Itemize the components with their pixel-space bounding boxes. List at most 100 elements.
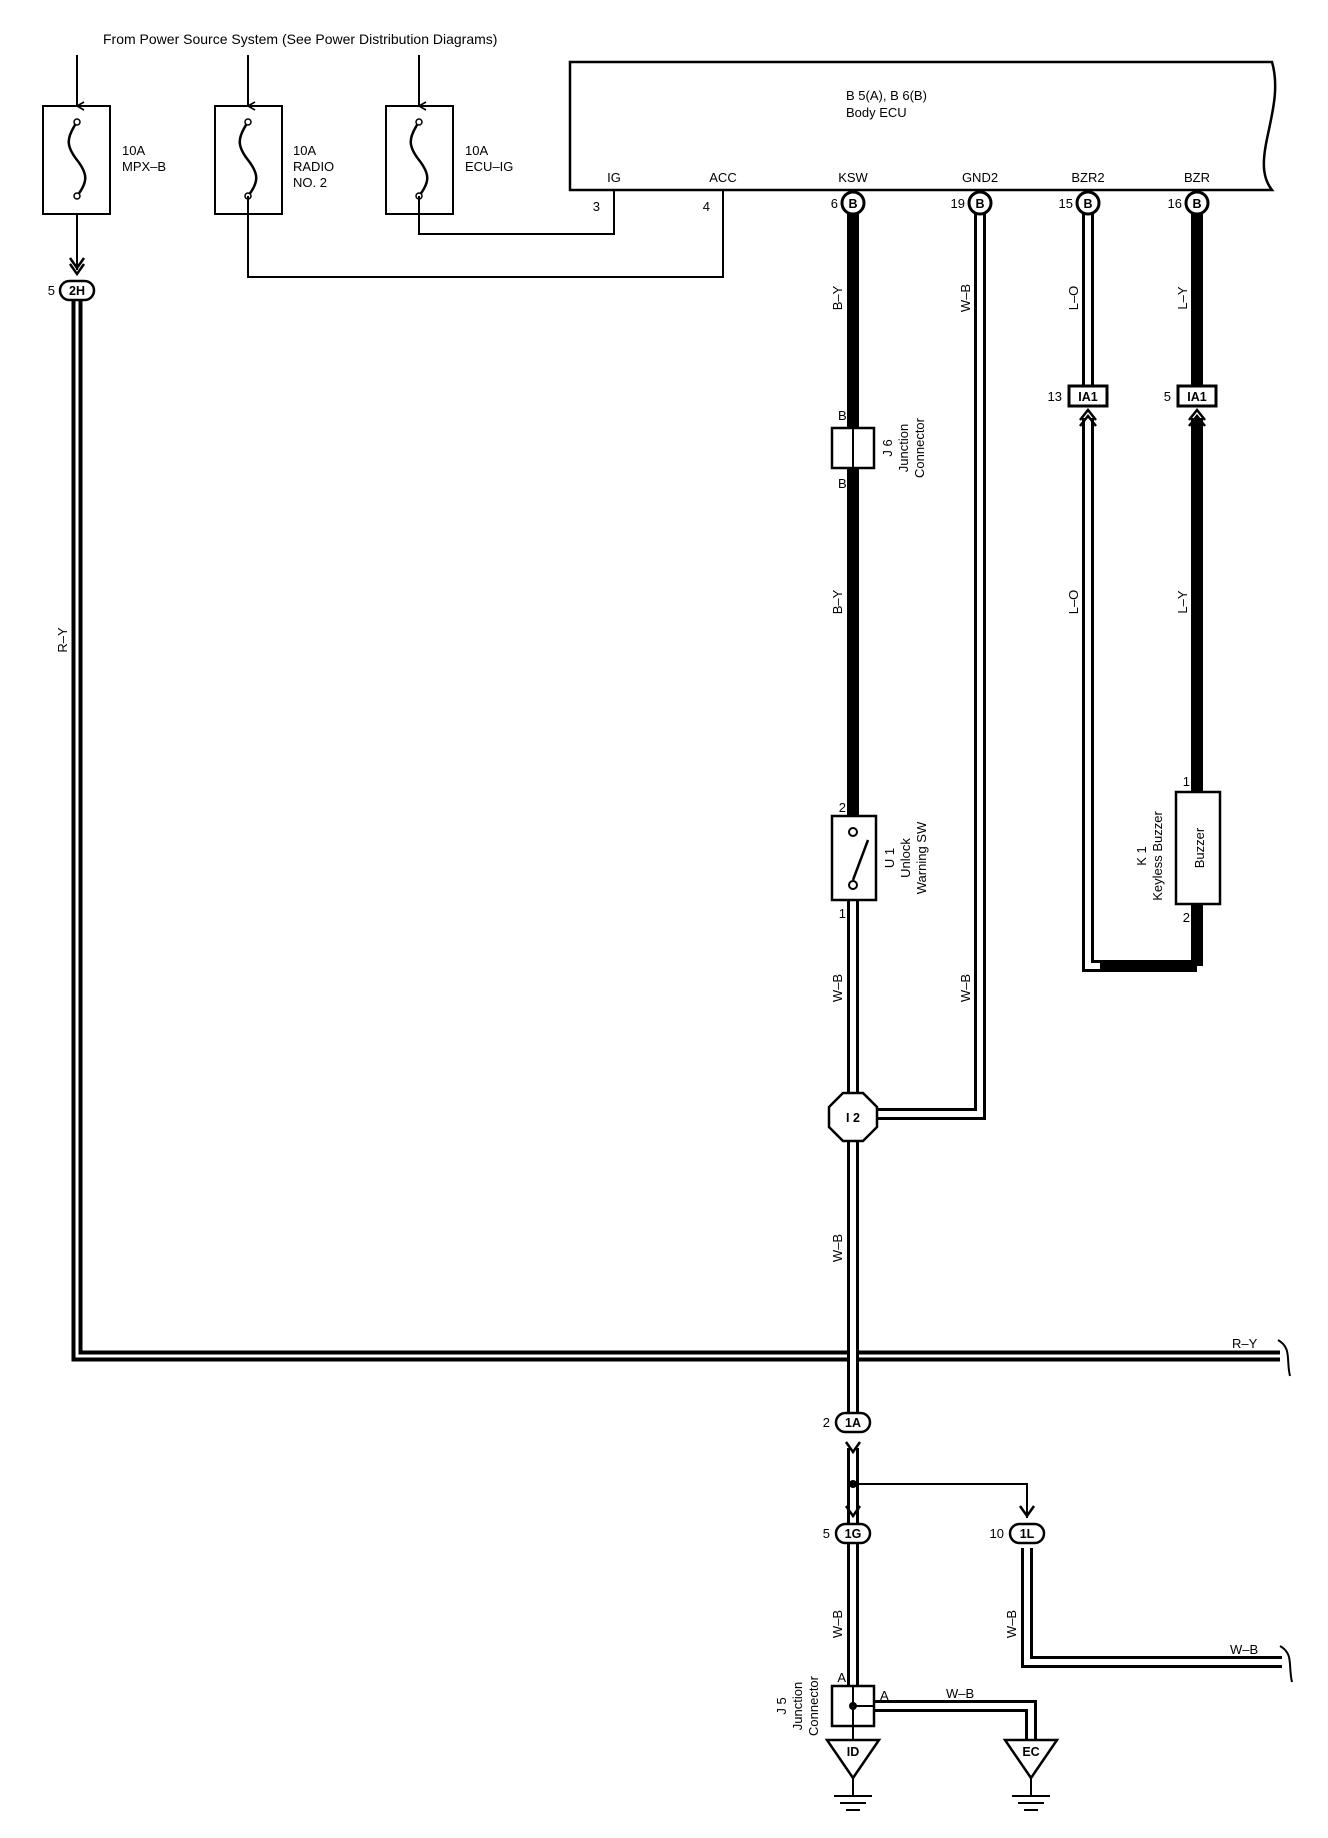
terminal-bzr: BZR	[1184, 170, 1210, 185]
ground-label: ID	[847, 1745, 860, 1759]
component-code: J 5	[774, 1697, 789, 1714]
terminal-ksw: KSW	[838, 170, 868, 185]
ecu-pin-6: B 6	[831, 190, 866, 216]
splice-i2: I 2	[827, 1091, 879, 1143]
connector-pin: 13	[1048, 389, 1062, 404]
wire-color-label: W–B	[958, 974, 973, 1002]
connector-id: IA1	[1187, 390, 1207, 404]
connector-id: 2H	[69, 284, 85, 298]
ecu-pin-15: B 15	[1059, 190, 1101, 216]
fuse-name: ECU–IG	[465, 159, 513, 174]
wire-color-label: W–B	[958, 284, 973, 312]
buzzer-inner-label: Buzzer	[1192, 827, 1207, 868]
wire-color-label: R–Y	[1232, 1336, 1258, 1351]
connector-id: IA1	[1078, 390, 1098, 404]
connector-letter: B	[975, 197, 984, 211]
fuse-name-line-2: NO. 2	[293, 175, 327, 190]
pin-top: A	[837, 1670, 846, 1685]
connector-letter: B	[1192, 197, 1201, 211]
connector-1a: 1A 2	[823, 1411, 872, 1434]
fuse-name: MPX–B	[122, 159, 166, 174]
fuse-name-line-1: RADIO	[293, 159, 334, 174]
terminal-bzr2: BZR2	[1071, 170, 1104, 185]
keyless-buzzer-k1: Buzzer 1 2 K 1 Keyless Buzzer	[1134, 774, 1222, 925]
connector-ia1-bzr2: IA1 13	[1048, 384, 1109, 427]
component-code: J 6	[880, 439, 895, 456]
pin-top: 1	[1183, 774, 1190, 789]
connector-id: 1G	[845, 1527, 862, 1541]
ecu-pin-19: B 19	[951, 190, 993, 216]
wire-color-label: L–O	[1066, 590, 1081, 615]
junction-connector-j5: A A J 5 Junction Connector	[774, 1670, 889, 1736]
component-name-line-2: Connector	[912, 417, 927, 478]
wire-color-label: W–B	[830, 974, 845, 1002]
ecu-code: B 5(A), B 6(B)	[846, 88, 927, 103]
connector-pin: 5	[1164, 389, 1171, 404]
wire-color-label: W–B	[1004, 1610, 1019, 1638]
component-name-line-2: Warning SW	[914, 821, 929, 894]
terminal-gnd2: GND2	[962, 170, 998, 185]
pin-ig: 3	[593, 199, 600, 214]
wire-color-label: B–Y	[830, 285, 845, 310]
fuse-rating: 10A	[122, 143, 145, 158]
connector-pin: 5	[823, 1526, 830, 1541]
connector-letter: B	[848, 197, 857, 211]
wire-color-label: R–Y	[55, 627, 70, 653]
connector-pin: 10	[990, 1526, 1004, 1541]
pin-right: A	[880, 1688, 889, 1703]
pin-top: B	[838, 408, 847, 423]
unlock-warning-switch-u1: 2 1 U 1 Unlock Warning SW	[830, 800, 929, 921]
connector-letter: B	[1083, 197, 1092, 211]
pin-top: 2	[839, 800, 846, 815]
component-code: U 1	[882, 848, 897, 868]
wire-branch-to-1l	[853, 1483, 1028, 1518]
wire-ecu-ig-feed	[418, 190, 615, 235]
component-name-line-2: Connector	[806, 1675, 821, 1736]
connector-id: 1A	[845, 1416, 861, 1430]
ecu-pin-16: B 16	[1168, 190, 1210, 216]
fuse-rating: 10A	[293, 143, 316, 158]
fuse-radio-no2: 10A RADIO NO. 2	[214, 55, 334, 215]
connector-2h: 2H 5	[48, 279, 96, 302]
pin-number: 16	[1168, 196, 1182, 211]
component-name-line-1: Unlock	[898, 838, 913, 878]
ecu-name: Body ECU	[846, 105, 907, 120]
connector-ia1-bzr: IA1 5	[1164, 384, 1218, 427]
pin-acc: 4	[703, 199, 710, 214]
wire-radio-acc-feed	[247, 190, 724, 278]
terminal-ig: IG	[607, 170, 621, 185]
wire-color-label: W–B	[946, 1686, 974, 1701]
pin-bottom: 1	[839, 906, 846, 921]
pin-number: 15	[1059, 196, 1073, 211]
wire-color-label: L–Y	[1175, 286, 1190, 309]
wire-bzr2-lo	[1082, 214, 1197, 972]
connector-pin: 2	[823, 1415, 830, 1430]
pin-number: 6	[831, 196, 838, 211]
wire-color-label: W–B	[1230, 1642, 1258, 1657]
connector-id: 1L	[1020, 1527, 1035, 1541]
wire-color-label: W–B	[830, 1610, 845, 1638]
fuse-mpx-b: 10A MPX–B	[42, 55, 166, 215]
ground-label: EC	[1022, 1745, 1039, 1759]
pin-bottom: 2	[1183, 910, 1190, 925]
ground-id: ID	[824, 1738, 882, 1811]
wire-j5-wb	[872, 1700, 1037, 1740]
wire-color-label: L–O	[1066, 286, 1081, 311]
connector-pin: 5	[48, 283, 55, 298]
component-code: K 1	[1134, 846, 1149, 866]
fuse-ecu-ig: 10A ECU–IG	[385, 55, 513, 215]
component-name-line-1: Junction	[790, 1682, 805, 1730]
connector-1l: 1L 10	[990, 1522, 1046, 1545]
wire-r-y	[71, 300, 1280, 1362]
terminal-acc: ACC	[709, 170, 736, 185]
wire-color-label: B–Y	[830, 589, 845, 614]
pin-number: 19	[951, 196, 965, 211]
component-name-line-1: Junction	[896, 424, 911, 472]
fuse-rating: 10A	[465, 143, 488, 158]
splice-id: I 2	[846, 1111, 860, 1125]
wire-color-label: W–B	[830, 1234, 845, 1262]
source-note: From Power Source System (See Power Dist…	[103, 31, 497, 47]
connector-1g: 1G 5	[823, 1522, 872, 1545]
junction-connector-j6: B B J 6 Junction Connector	[830, 408, 927, 491]
